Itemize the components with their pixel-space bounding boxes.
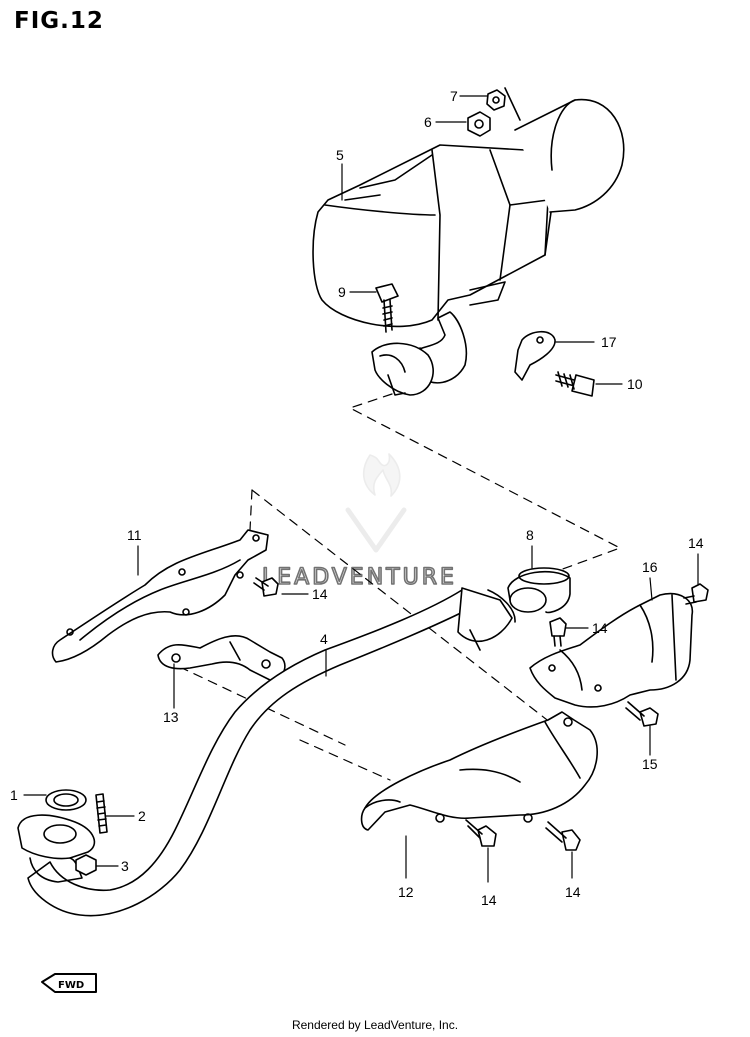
bracket-17-hole [536, 336, 544, 344]
figure-title: FIG.12 [14, 8, 104, 34]
gasket-part-1[interactable] [45, 789, 87, 811]
bolt-part-14-e[interactable] [545, 821, 581, 851]
bolt-part-15[interactable] [625, 701, 659, 727]
bolt-part-9[interactable] [375, 283, 399, 333]
muffler-part-5[interactable] [312, 98, 625, 396]
bolt-part-10[interactable] [555, 371, 595, 397]
bolt-part-14-d[interactable] [465, 819, 497, 847]
callout-1: 1 [10, 787, 18, 803]
callout-14-a: 14 [312, 586, 328, 602]
heat-shield-part-16[interactable] [529, 593, 694, 708]
callout-4: 4 [320, 631, 328, 647]
bolt-part-14-b[interactable] [549, 617, 567, 647]
callout-11: 11 [127, 527, 142, 543]
callout-14-c: 14 [688, 535, 704, 551]
leader-lines [23, 95, 699, 883]
heat-shield-part-12[interactable] [360, 711, 598, 831]
callout-17: 17 [601, 334, 617, 350]
nut-part-3[interactable] [75, 854, 97, 876]
nut-part-7[interactable] [486, 89, 506, 111]
watermark-text: LEADVENTURE [262, 565, 457, 590]
fwd-label: FWD [58, 980, 84, 991]
callout-16: 16 [642, 559, 658, 575]
connector-sleeve-part-8[interactable] [507, 567, 571, 614]
callout-14-e: 14 [565, 884, 581, 900]
callout-14-d: 14 [481, 892, 497, 908]
callout-15: 15 [642, 756, 658, 772]
exhaust-pipe-part-4[interactable] [27, 587, 516, 917]
stud-part-2[interactable] [95, 793, 108, 834]
callout-6: 6 [424, 114, 432, 130]
bracket-part-13[interactable] [157, 635, 286, 681]
callout-3: 3 [121, 858, 129, 874]
callout-9: 9 [338, 284, 346, 300]
exhaust-flange [17, 814, 96, 883]
fwd-arrow-icon: FWD [41, 973, 97, 993]
footer-credit: Rendered by LeadVenture, Inc. [291, 1018, 459, 1032]
nut-part-6[interactable] [467, 111, 491, 137]
muffler-mount-ref-line [504, 87, 521, 121]
callout-7: 7 [450, 88, 458, 104]
leadventure-watermark: LEADVENTURE [261, 453, 457, 591]
callout-12: 12 [398, 884, 414, 900]
bolt-part-14-c[interactable] [683, 583, 709, 605]
callout-14-b: 14 [592, 620, 608, 636]
callout-8: 8 [526, 527, 534, 543]
bracket-part-17[interactable] [514, 330, 556, 381]
heat-shield-part-11[interactable] [51, 529, 269, 663]
callout-labels: 7 6 5 9 17 10 8 11 14 14 16 14 4 13 1 2 … [10, 88, 704, 908]
callout-2: 2 [138, 808, 146, 824]
bolt-part-14-a[interactable] [253, 577, 279, 597]
callout-5: 5 [336, 147, 344, 163]
callout-13: 13 [163, 709, 179, 725]
callout-10: 10 [627, 376, 643, 392]
